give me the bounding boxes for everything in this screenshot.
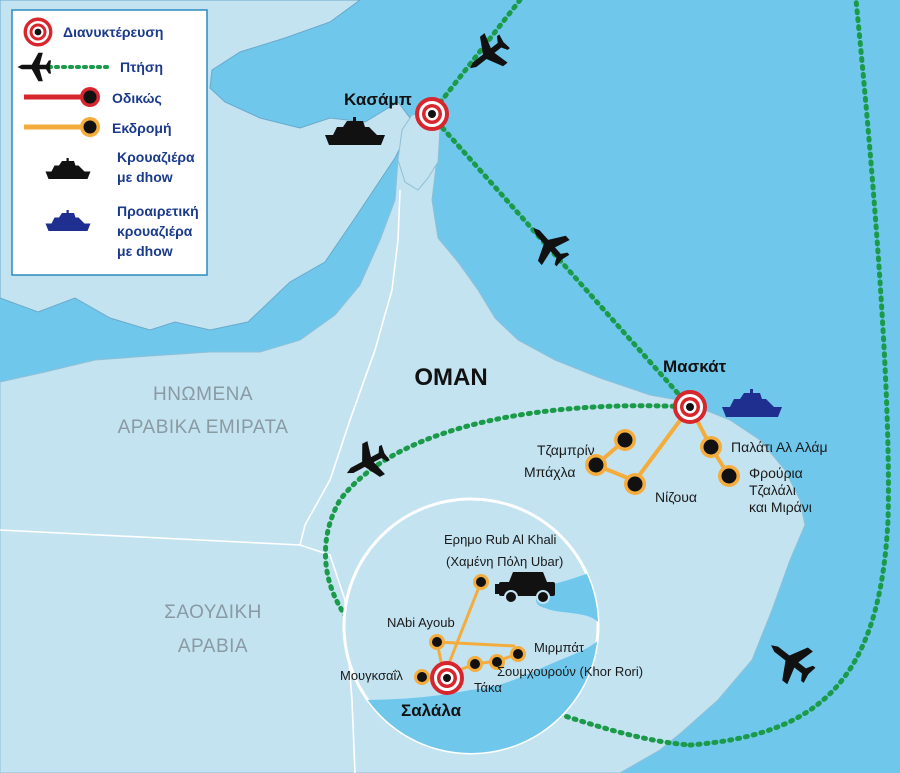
mughsail-marker-icon <box>414 669 430 685</box>
nabi-ayoub-label: NAbi Ayoub <box>387 615 455 630</box>
forts-label-line2: Τζαλάλι <box>749 482 796 498</box>
rub-al-khali-label: Ερημο Rub Al Khali <box>444 532 557 547</box>
mirbat-marker-icon <box>510 646 526 662</box>
legend-optional-label-line3: με dhow <box>117 243 173 259</box>
sumhuram-label: Σουμχουρούν (Khor Rori) <box>497 664 643 679</box>
legend-flight-label: Πτήση <box>120 59 163 75</box>
muscat-stop-icon <box>673 390 707 424</box>
alam-palace-label: Παλάτι Αλ Αλάμ <box>731 439 828 455</box>
forts-label-line3: και Μιράνι <box>749 499 812 515</box>
nizwa-marker-icon <box>624 473 646 495</box>
salalah-inset: Ερημο Rub Al Khali (Χαμένη Πόλη Ubar) NA… <box>340 497 643 755</box>
flight-route-khasab-muscat <box>429 113 693 410</box>
rub-al-khali-marker-icon <box>473 574 489 590</box>
rub-al-khali-label-line2: (Χαμένη Πόλη Ubar) <box>446 554 563 569</box>
salalah-label: Σαλάλα <box>401 701 462 720</box>
uae-label-line2: ΑΡΑΒΙΚΑ ΕΜΙΡΑΤΑ <box>118 417 289 438</box>
legend-excursion-label: Εκδρομή <box>112 120 172 136</box>
khasab-label: Κασάμπ <box>344 90 412 109</box>
legend-cruise-label: Κρουαζιέρα <box>117 149 195 165</box>
legend-optional-label-line2: κρουαζιέρα <box>117 223 193 239</box>
nabi-ayoub-marker-icon <box>429 634 445 650</box>
jabrin-label: Τζαμπρίν <box>537 442 595 458</box>
arabia-land <box>0 121 806 773</box>
forts-label: Φρούρια <box>749 465 803 481</box>
mughsail-label: Μουγκσαΐλ <box>340 668 403 683</box>
bahla-label: Μπάχλα <box>524 464 575 480</box>
mirbat-label: Μιρμπάτ <box>534 640 585 655</box>
flight-route-north <box>429 0 523 116</box>
musandam <box>397 111 441 191</box>
flight-route-loop <box>323 403 693 748</box>
legend-optional-label: Προαιρετική <box>117 203 199 219</box>
oman-label: ΟΜΑΝ <box>414 364 487 391</box>
taqa-marker-icon <box>467 656 483 672</box>
legend-stop-icon <box>23 17 53 47</box>
nizwa-label: Νίζουα <box>655 489 697 505</box>
legend-cruise-label-line2: με dhow <box>117 169 173 185</box>
jeep-icon <box>495 572 555 604</box>
alam-palace-marker-icon <box>700 436 722 458</box>
jabrin-marker-icon <box>614 429 636 451</box>
khasab-stop-icon <box>415 97 449 131</box>
legend: Διανυκτέρευση Πτήση Οδικώς Εκδρομή Κρουα… <box>11 9 208 276</box>
taqa-label: Τάκα <box>474 680 502 695</box>
salalah-stop-icon <box>430 661 464 695</box>
uae-saudi-border <box>0 529 301 546</box>
saudi-label-line2: ΑΡΑΒΙΑ <box>178 636 248 657</box>
forts-marker-icon <box>718 465 740 487</box>
saudi-label: ΣΑΟΥΔΙΚΗ <box>164 602 262 623</box>
muscat-label: Μασκάτ <box>663 357 727 376</box>
legend-road-label: Οδικώς <box>112 90 162 106</box>
uae-label: ΗΝΩΜΕΝΑ <box>153 384 253 405</box>
legend-stop-label: Διανυκτέρευση <box>63 24 163 40</box>
flight-route-east <box>687 0 891 748</box>
